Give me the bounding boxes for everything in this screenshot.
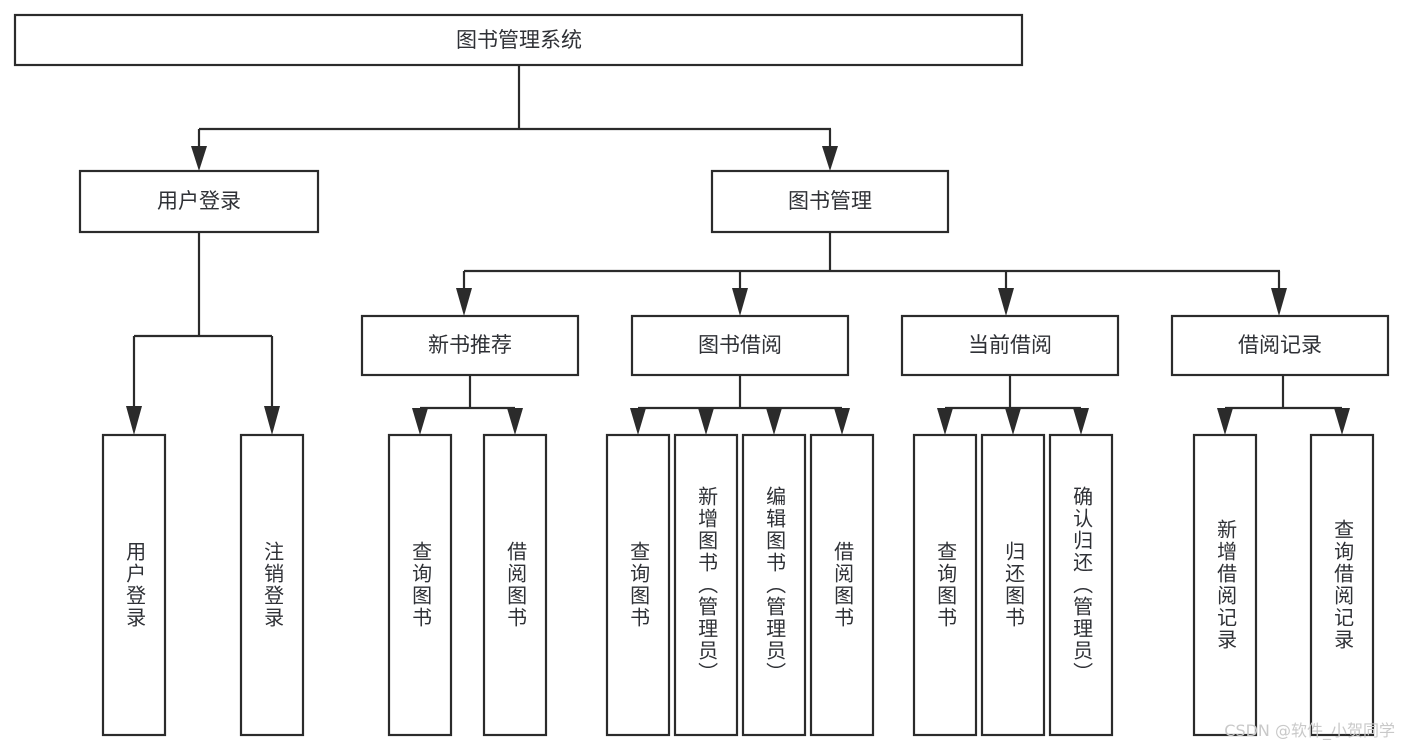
arrow-head-bb-leaf4 — [834, 408, 850, 435]
node-book-management[interactable]: 图书管理 — [710, 169, 950, 234]
node-borrow-record-box[interactable] — [1170, 314, 1390, 377]
arrow-head-borrow-record — [1271, 288, 1287, 316]
node-current-borrow-box[interactable] — [900, 314, 1120, 377]
leaf-label-logout: 注销登录 — [260, 541, 285, 629]
arrow-head-bb-leaf2 — [698, 408, 714, 435]
node-root[interactable]: 图书管理系统 — [13, 13, 1024, 67]
leaf-label-edit-book-admin: 编辑图书（管理员） — [762, 486, 787, 684]
arrow-head-bb-leaf1 — [630, 408, 646, 435]
arrow-head-new-book — [456, 288, 472, 316]
node-borrow-record-label: 借阅记录 — [1238, 333, 1322, 357]
leaf-label-query-book-2: 查询图书 — [626, 541, 651, 629]
arrow-head-cb-leaf1 — [937, 408, 953, 435]
arrow-head-book-mgmt — [822, 146, 838, 171]
arrow-head-leaf-user-login — [126, 406, 142, 435]
arrow-head-br-leaf1 — [1217, 408, 1233, 435]
node-book-borrow[interactable]: 图书借阅 — [630, 314, 850, 377]
node-current-borrow[interactable]: 当前借阅 — [900, 314, 1120, 377]
arrow-head-br-leaf2 — [1334, 408, 1350, 435]
arrow-head-nb-leaf2 — [507, 408, 523, 435]
arrow-head-current-borrow — [998, 288, 1014, 316]
node-user-login-box[interactable] — [78, 169, 320, 234]
node-root-box[interactable] — [13, 13, 1024, 67]
leaf-label-add-borrow-record: 新增借阅记录 — [1213, 519, 1238, 651]
leaf-label-query-borrow-record: 查询借阅记录 — [1330, 519, 1355, 651]
connector-group-book-borrow-leaves — [630, 375, 850, 435]
leaf-box-borrow-book-2[interactable] — [809, 433, 875, 737]
leaf-label-user-login: 用户登录 — [122, 541, 147, 629]
connector-group-user-login-leaves — [126, 232, 280, 435]
arrow-head-bb-leaf3 — [766, 408, 782, 435]
arrow-head-user-login — [191, 146, 207, 171]
arrow-head-cb-leaf2 — [1005, 408, 1021, 435]
node-user-login-label: 用户登录 — [157, 189, 241, 213]
node-borrow-record[interactable]: 借阅记录 — [1170, 314, 1390, 377]
node-book-management-label: 图书管理 — [788, 189, 872, 213]
leaf-box-logout[interactable] — [239, 433, 305, 737]
node-book-borrow-label: 图书借阅 — [698, 333, 782, 357]
leaf-box-add-book-admin[interactable] — [673, 433, 739, 737]
leaf-box-return-book[interactable] — [980, 433, 1046, 737]
node-new-book-recommend[interactable]: 新书推荐 — [360, 314, 580, 377]
node-new-book-recommend-label: 新书推荐 — [428, 333, 512, 357]
node-current-borrow-label: 当前借阅 — [968, 333, 1052, 357]
leaf-label-query-book-1: 查询图书 — [408, 541, 433, 629]
leaf-label-confirm-return-admin: 确认归还（管理员） — [1069, 486, 1094, 684]
leaf-box-query-book-3[interactable] — [912, 433, 978, 737]
connector-group-current-borrow-leaves — [937, 375, 1089, 435]
leaf-box-query-book-2[interactable] — [605, 433, 671, 737]
connector-group-borrow-record-leaves — [1217, 375, 1350, 435]
node-book-management-box[interactable] — [710, 169, 950, 234]
node-root-label: 图书管理系统 — [456, 28, 582, 52]
arrow-head-nb-leaf1 — [412, 408, 428, 435]
leaf-box-user-login[interactable] — [101, 433, 167, 737]
watermark-text: CSDN @软件_小贺同学 — [1224, 721, 1395, 740]
leaf-box-add-borrow-record[interactable] — [1192, 433, 1258, 737]
node-user-login[interactable]: 用户登录 — [78, 169, 320, 234]
leaf-boxes — [101, 433, 1375, 737]
connector-group-book-mgmt-to-level3 — [456, 232, 1287, 316]
leaf-box-confirm-return-admin[interactable] — [1048, 433, 1114, 737]
leaf-label-return-book: 归还图书 — [1001, 541, 1026, 629]
leaf-box-edit-book-admin[interactable] — [741, 433, 807, 737]
leaf-label-query-book-3: 查询图书 — [933, 541, 958, 629]
node-new-book-recommend-box[interactable] — [360, 314, 580, 377]
connector-group-new-book-leaves — [412, 375, 523, 435]
leaf-box-borrow-book-1[interactable] — [482, 433, 548, 737]
leaf-box-query-book-1[interactable] — [387, 433, 453, 737]
arrow-head-book-borrow — [732, 288, 748, 316]
arrow-head-leaf-logout — [264, 406, 280, 435]
leaf-label-borrow-book-1: 借阅图书 — [503, 541, 528, 629]
connector-group-root-to-level2 — [191, 65, 838, 171]
arrow-head-cb-leaf3 — [1073, 408, 1089, 435]
leaf-label-borrow-book-2: 借阅图书 — [830, 541, 855, 629]
leaf-label-add-book-admin: 新增图书（管理员） — [694, 486, 719, 684]
node-book-borrow-box[interactable] — [630, 314, 850, 377]
leaf-box-query-borrow-record[interactable] — [1309, 433, 1375, 737]
